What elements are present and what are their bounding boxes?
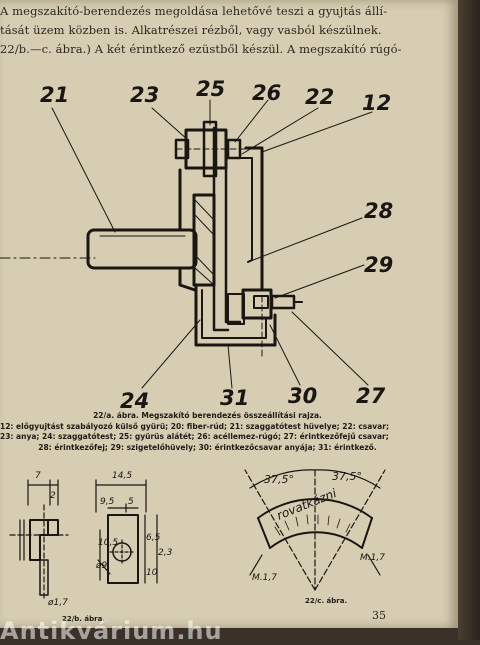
thread-label-right: M.1,7: [360, 553, 385, 563]
figure-a-drawing: [0, 120, 303, 359]
part-label-29: 29: [364, 253, 393, 277]
figure-caption: 22/a. ábra. Megszakító berendezés összeá…: [0, 411, 415, 453]
dim-label: 2: [50, 491, 56, 501]
part-label-30: 30: [288, 384, 317, 408]
dim-label: ø9: [95, 561, 108, 571]
dim-label: 9,5: [100, 497, 115, 507]
text-line: A megszakító-berendezés megoldása lehető…: [0, 4, 388, 18]
figure-b-caption: 22/b. ábra.: [62, 615, 105, 623]
text-line: tását üzem közben is. Alkatrészei rézből…: [0, 23, 382, 37]
caption-line: 28: érintkezőfej; 29: szigetelőhüvely; 3…: [38, 442, 377, 452]
caption-line: 12: előgyujtást szabályozó külső gyürü; …: [0, 421, 389, 431]
angle-label-right: 37,5°: [332, 470, 362, 483]
part-label-21: 21: [40, 83, 69, 107]
dim-label: 2,3: [158, 548, 173, 558]
text-line: 22/b.—c. ábra.) A két érintkező ezüstből…: [0, 42, 402, 56]
figure-b-drawing: [9, 479, 158, 601]
part-label-24: 24: [120, 389, 149, 413]
caption-line: 23: anya; 24: szaggatótest; 25: gyürüs a…: [0, 432, 389, 441]
part-label-28: 28: [364, 199, 393, 223]
figure-a-leaders: [51, 99, 373, 389]
part-label-23: 23: [130, 83, 159, 107]
figure-c-drawing: [244, 469, 386, 591]
dim-label: 6,5: [146, 533, 161, 543]
watermark: Antikvárium.hu: [0, 617, 223, 645]
caption-title: 22/a. ábra. Megszakító berendezés összeá…: [93, 411, 322, 420]
thread-label-left: M.1,7: [252, 573, 277, 583]
dim-label: 5: [128, 497, 134, 507]
part-label-12: 12: [362, 91, 391, 115]
part-label-26: 26: [252, 81, 281, 105]
dim-label: 10,5: [98, 538, 118, 548]
part-label-25: 25: [196, 77, 225, 101]
angle-label-left: 37,5°: [264, 473, 294, 486]
dim-label: 14,5: [112, 471, 132, 481]
dim-label: ø1,7: [47, 598, 68, 608]
figure-c-caption: 22/c. ábra.: [305, 597, 348, 605]
dim-label: 10: [146, 568, 158, 578]
book-edge: [458, 0, 480, 640]
dim-label: 7: [35, 471, 41, 481]
part-label-27: 27: [356, 384, 386, 408]
page-number: 35: [372, 609, 386, 622]
part-label-22: 22: [305, 85, 334, 109]
body-text: A megszakító-berendezés megoldása lehető…: [0, 2, 402, 59]
part-label-31: 31: [220, 386, 249, 410]
